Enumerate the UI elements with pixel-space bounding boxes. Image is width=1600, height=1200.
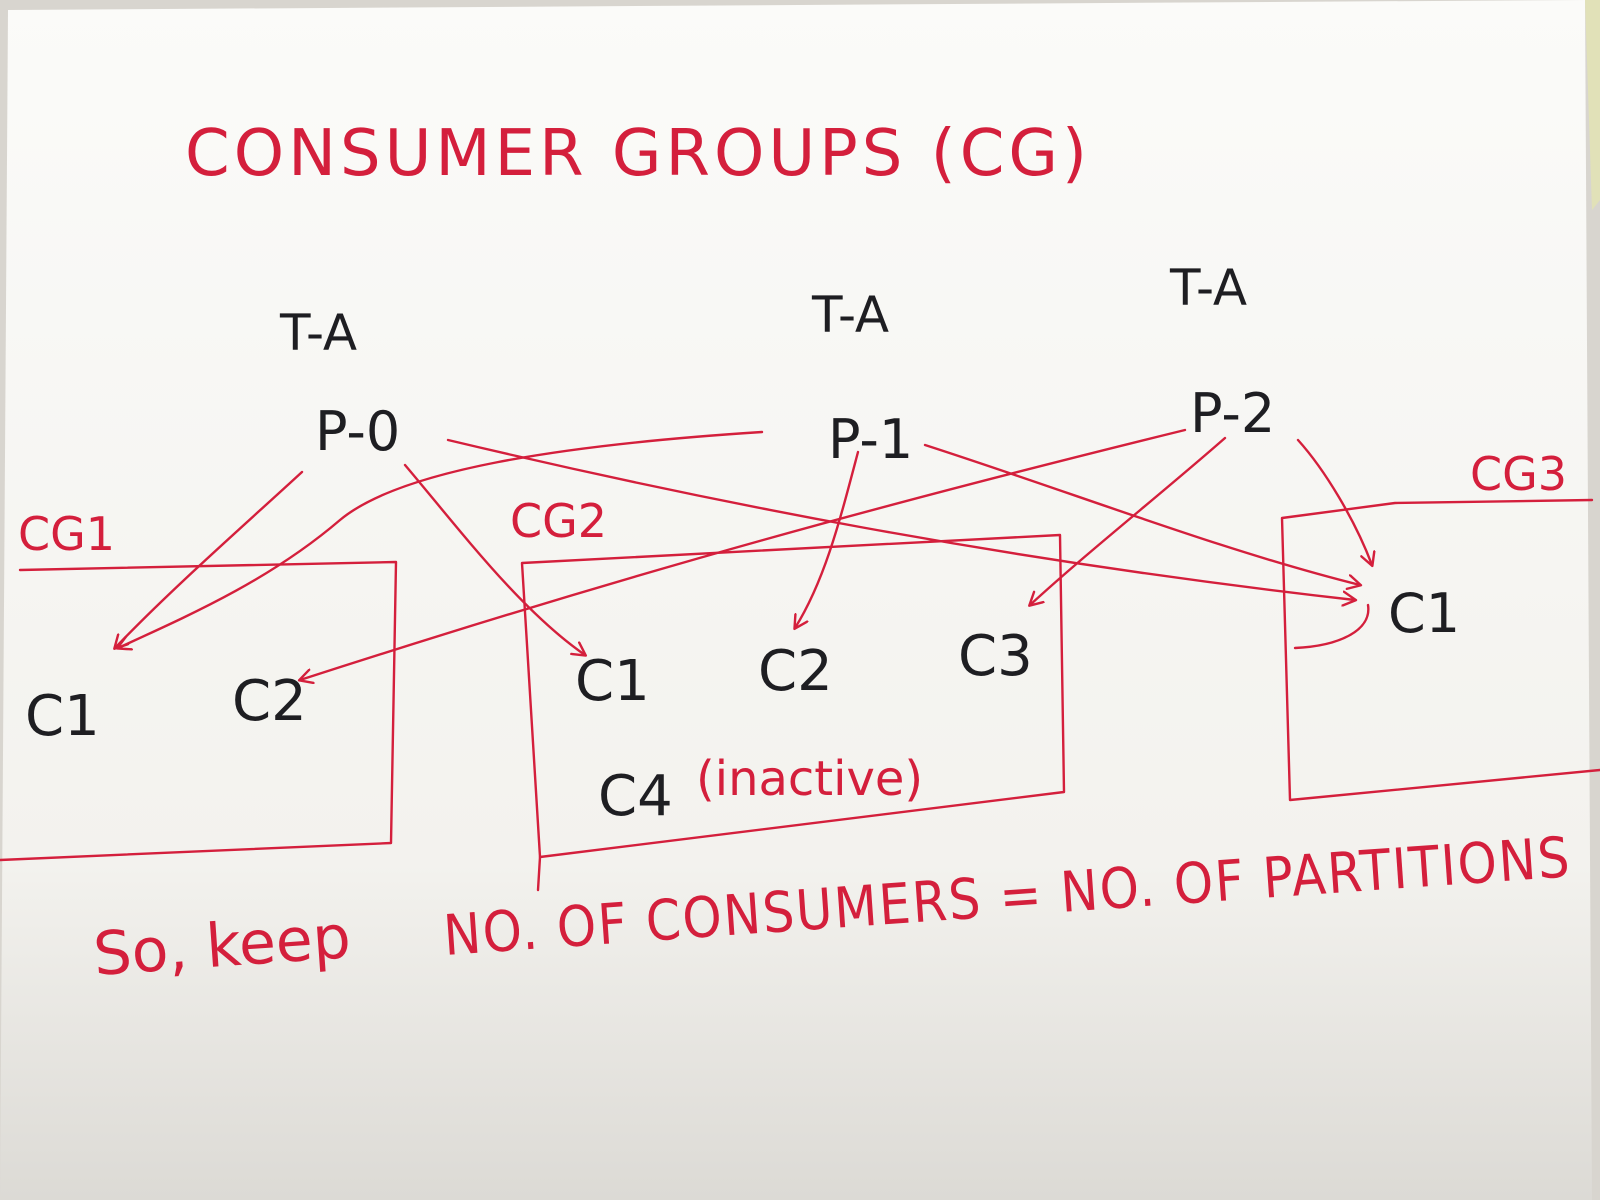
arrow-p1-to-cg1-c1 <box>118 430 764 648</box>
cg3-merge-curve <box>1293 603 1370 650</box>
group-box-cg2-tail <box>536 855 542 892</box>
arrow-p1-to-cg2-c2 <box>795 450 860 628</box>
cg1-consumer-c1: C1 <box>25 684 100 749</box>
partition-p0: P-0 <box>315 400 400 463</box>
topic-label-2: T-A <box>811 286 889 344</box>
consumer-group-cg1: CG1 C1 C2 <box>0 507 398 862</box>
cg2-consumer-c4: C4 <box>598 764 673 829</box>
topic-label-3: T-A <box>1169 259 1247 317</box>
partition-p2: P-2 <box>1190 382 1275 445</box>
cg2-consumer-c2: C2 <box>758 639 833 704</box>
paper-edge-highlight <box>1585 0 1600 210</box>
arrow-p1-to-cg3-c1 <box>923 443 1360 585</box>
group-box-cg1 <box>0 560 398 862</box>
arrow-p2-to-cg2-c3 <box>1030 436 1227 605</box>
group-label-cg3: CG3 <box>1470 447 1567 501</box>
partition-p1: P-1 <box>828 408 913 471</box>
cg2-inactive-note: (inactive) <box>696 751 923 807</box>
cg3-consumer-c1: C1 <box>1388 582 1460 645</box>
cg2-consumer-c3: C3 <box>958 624 1033 689</box>
arrow-p2-to-cg3-c1 <box>1296 438 1372 565</box>
consumer-group-cg3: CG3 C1 <box>1280 447 1600 802</box>
group-label-cg1: CG1 <box>18 507 115 561</box>
arrow-p0-to-cg1-c1 <box>115 470 304 648</box>
arrow-p2-to-cg1-c2 <box>300 428 1187 680</box>
arrow-p0-to-cg2-c1 <box>403 463 585 655</box>
cg1-consumer-c2: C2 <box>232 669 307 734</box>
consumer-group-cg2: CG2 C1 C2 C3 C4 (inactive) <box>510 494 1066 892</box>
topic-label-1: T-A <box>279 304 357 362</box>
group-box-cg2 <box>520 533 1066 859</box>
cg2-consumer-c1: C1 <box>575 649 650 714</box>
partition-assignment-arrows <box>115 428 1372 680</box>
arrow-p0-to-cg3-c1 <box>446 438 1355 600</box>
group-label-cg2: CG2 <box>510 494 607 548</box>
diagram-title: CONSUMER GROUPS (CG) <box>185 117 1091 191</box>
group-box-cg3 <box>1280 498 1600 802</box>
